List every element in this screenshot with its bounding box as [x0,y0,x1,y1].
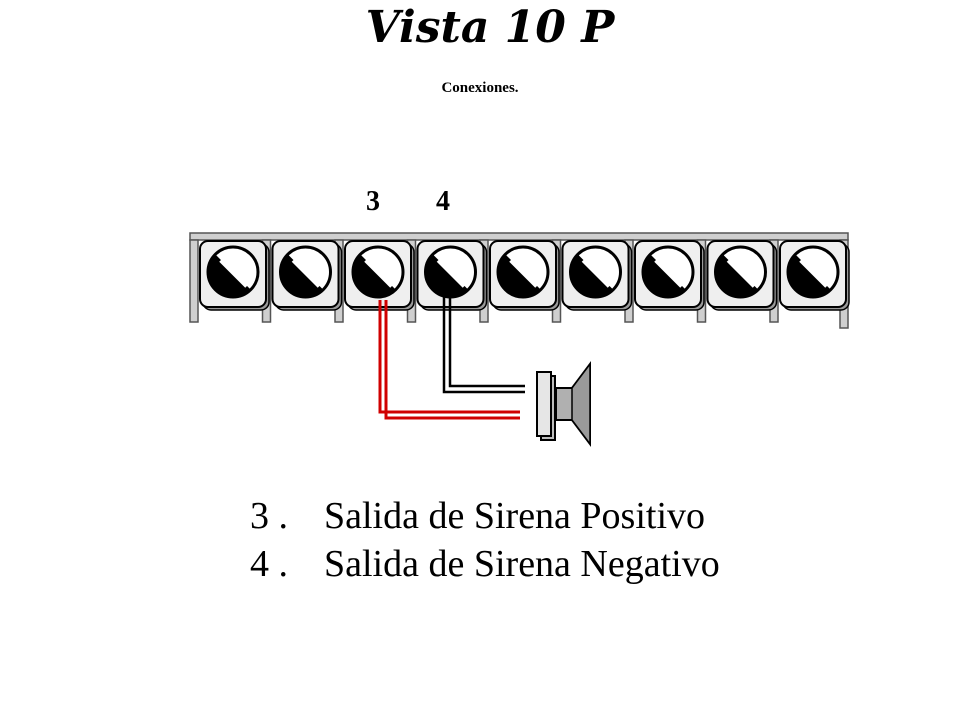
legend-item-4: 4 . Salida de Sirena Negativo [250,542,720,586]
legend-text: Salida de Sirena Positivo [324,495,706,537]
legend-number: 4 . [250,543,288,585]
terminal-screw [706,240,778,311]
negative-wire [442,296,525,394]
terminal-screw [271,240,343,311]
terminal-screw [416,240,488,311]
terminal-separator [189,239,199,323]
terminal-screw [489,240,560,311]
terminal-screw [199,240,270,311]
pin-label-4: 4 [436,186,450,217]
terminal-screw [344,240,415,311]
siren-speaker-icon [536,361,591,447]
terminal-strip [189,232,850,329]
legend-text: Salida de Sirena Negativo [324,543,720,585]
pin-label-3: 3 [366,186,380,217]
terminal-screw [561,240,633,311]
page-title: Vista 10 P [365,2,615,53]
legend-item-3: 3 . Salida de Sirena Positivo [250,494,705,538]
page-subtitle: Conexiones. [441,80,519,96]
terminal-screw [634,240,705,311]
terminal-screw [779,240,850,311]
positive-wire [378,300,520,420]
legend-number: 3 . [250,495,288,537]
